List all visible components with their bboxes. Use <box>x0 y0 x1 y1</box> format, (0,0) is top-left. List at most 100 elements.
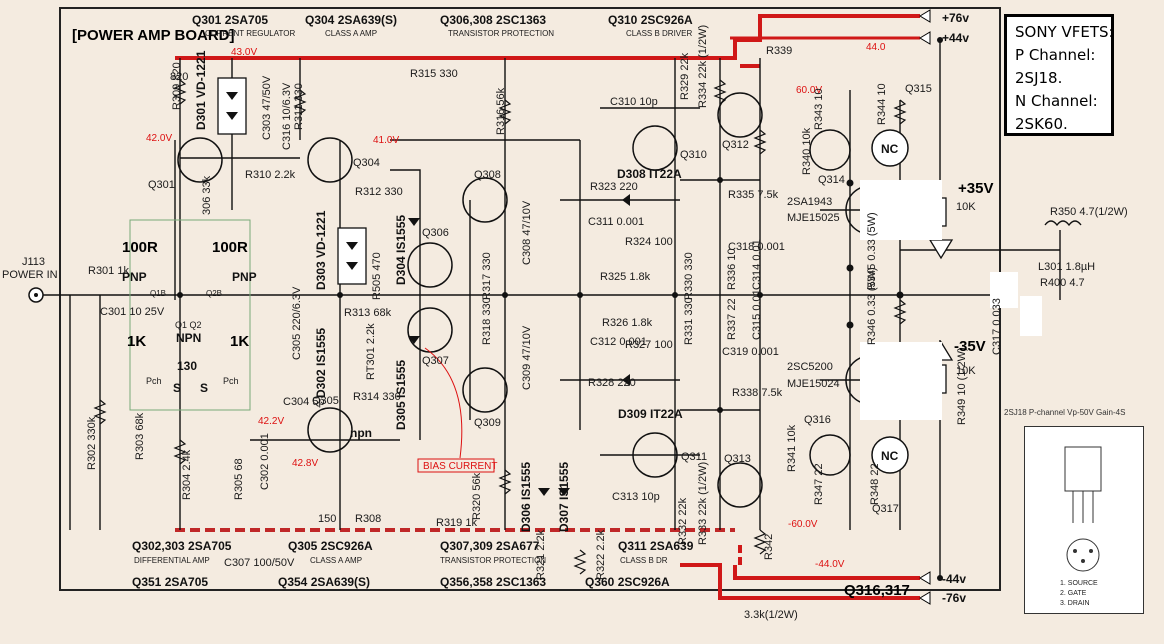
input-jack <box>28 287 44 303</box>
package-title: 2SJ18 P-channel Vp-50V Gain-4S <box>1004 408 1126 417</box>
q310-label: Q310 <box>680 149 707 161</box>
ic-top-2: MJE15025 <box>787 212 840 224</box>
footer-q305-role: CLASS A AMP <box>310 556 362 565</box>
package-pin-2: 2. GATE <box>1060 590 1087 597</box>
d303-label: D303 VD-1221 <box>314 210 328 290</box>
r-100-left: 100R <box>122 239 158 256</box>
ic-bottom-2: MJE15024 <box>787 378 840 390</box>
r338-label: R338 7.5k <box>732 387 783 399</box>
note-line-5: 2SK60. <box>1015 115 1068 133</box>
rail-terminals <box>919 9 931 605</box>
r317-label: R317 330 <box>481 252 493 300</box>
mod-annotations: 100R 100R PNP PNP Q1B Q2B Q1 Q2 NPN 1K 1… <box>122 142 993 463</box>
r310-label: R310 2.2k <box>245 169 296 181</box>
pnp-left: PNP <box>122 270 147 284</box>
d308-label: D308 IT22A <box>617 167 682 181</box>
footer-labels: Q302,303 2SA705 DIFFERENTIAL AMP Q305 2S… <box>132 539 910 621</box>
footer-q307: Q307,309 2SA677 <box>440 539 540 553</box>
rail-plus44: +44v <box>942 31 969 45</box>
r339-label: R339 <box>766 45 792 57</box>
footer-q351: Q351 2SA705 <box>132 575 208 589</box>
footer-q356: Q356,358 2SC1363 <box>440 575 546 589</box>
q307-label: Q307 <box>422 355 449 367</box>
r315-label: R315 330 <box>410 68 458 80</box>
ic-top-1: 2SA1943 <box>787 196 832 208</box>
header-q306-role: TRANSISTOR PROTECTION <box>448 29 554 38</box>
q315-label: Q315 <box>905 83 932 95</box>
r346-label: R346 0.33 (5W) <box>866 267 878 345</box>
pch-left: Pch <box>146 376 162 386</box>
package-pin-1: 1. SOURCE <box>1060 580 1098 587</box>
r344-label: R344 10 <box>876 83 888 125</box>
note-line-1: SONY VFETS: <box>1015 23 1114 41</box>
r343-label: R343 10 <box>813 88 825 130</box>
c302-label: C302 0.001 <box>259 433 271 490</box>
voltage-43: 43.0V <box>231 47 257 58</box>
junction-dots <box>177 37 943 581</box>
c310-label: C310 10p <box>610 96 658 108</box>
diode-boxes <box>217 77 367 285</box>
c319-label: C319 0.001 <box>722 346 779 358</box>
k1-left: 1K <box>127 333 146 350</box>
r347-label: R347 22 <box>813 463 825 505</box>
npn-mod-label: NPN <box>176 331 201 345</box>
header-q301: Q301 2SA705 <box>192 13 268 27</box>
footer-q307-role: TRANSISTOR PROTECTION <box>440 556 546 565</box>
footer-q360: Q360 2SC926A <box>585 575 670 589</box>
q2b-label: Q2B <box>206 289 222 298</box>
r319-label: R319 1k <box>436 517 477 529</box>
r305-label: R305 68 <box>233 458 245 500</box>
q316-label: Q316 <box>804 414 831 426</box>
package-drawing <box>1024 426 1144 614</box>
r345-label: R345 0.33 (5W) <box>866 212 878 290</box>
diode-symbols <box>226 92 630 496</box>
r333-label: R333 22k (1/2W) <box>697 462 709 545</box>
c311-label: C311 0.001 <box>588 216 644 228</box>
d309-label: D309 IT22A <box>618 407 683 421</box>
vfet-note-box: SONY VFETS: P Channel: 2SJ18. N Channel:… <box>1004 14 1114 136</box>
r303-label: R303 68k <box>134 412 146 460</box>
q312-label: Q312 <box>722 139 749 151</box>
r323-label: R323 220 <box>590 181 638 193</box>
header-q310: Q310 2SC926A <box>608 13 693 27</box>
c315-label: C315 0.01 <box>751 289 763 340</box>
header-q306: Q306,308 2SC1363 <box>440 13 546 27</box>
s-right: S <box>200 381 208 395</box>
q306-label: Q306 <box>422 227 449 239</box>
pnp-right: PNP <box>232 270 257 284</box>
r400-label: R400 4.7 <box>1040 277 1085 289</box>
r316-label: R316 56k <box>495 87 507 135</box>
rail-minus35: -35V <box>954 338 986 355</box>
bias-current: BIAS CURRENT <box>423 461 497 472</box>
voltage-m60: -60.0V <box>788 519 818 530</box>
negative-rail <box>175 528 920 600</box>
nc-top: NC <box>881 142 899 156</box>
r331-label: R331 330 <box>683 297 695 345</box>
r302-label: R302 330k <box>86 416 98 470</box>
footer-q305: Q305 2SC926A <box>288 539 373 553</box>
rail-plus35: +35V <box>958 180 993 197</box>
header-q310-role: CLASS B DRIVER <box>626 29 692 38</box>
nc-bottom: NC <box>881 449 899 463</box>
note-line-4: N Channel: <box>1015 92 1098 110</box>
q1q2-label: Q1 Q2 <box>175 320 202 330</box>
npn-label: npn <box>350 426 372 440</box>
footer-q311-role: CLASS B DR <box>620 556 668 565</box>
r130-label: 130 <box>177 359 197 373</box>
r324-label: R324 100 <box>625 236 673 248</box>
r348-label: R348 22 <box>869 463 881 505</box>
footer-q316: Q316,317 <box>844 582 910 599</box>
r342-label: R342 <box>763 534 775 560</box>
d306-label: D306 IS1555 <box>519 462 533 532</box>
d304-label: D304 IS1555 <box>394 215 408 285</box>
r322-label: R322 2.2k <box>595 529 607 580</box>
rt301-label: RT301 2.2k <box>365 323 377 380</box>
pot-top: 10K <box>956 201 976 213</box>
r820-label: 820 <box>170 71 188 83</box>
r-100-right: 100R <box>212 239 248 256</box>
r327-label: R327 100 <box>625 339 673 351</box>
ic-bottom-1: 2SC5200 <box>787 361 833 373</box>
q305-label: Q305 <box>312 395 339 407</box>
header-q301-role: CURRENT REGULATOR <box>205 29 295 38</box>
q313-label: Q313 <box>724 453 751 465</box>
